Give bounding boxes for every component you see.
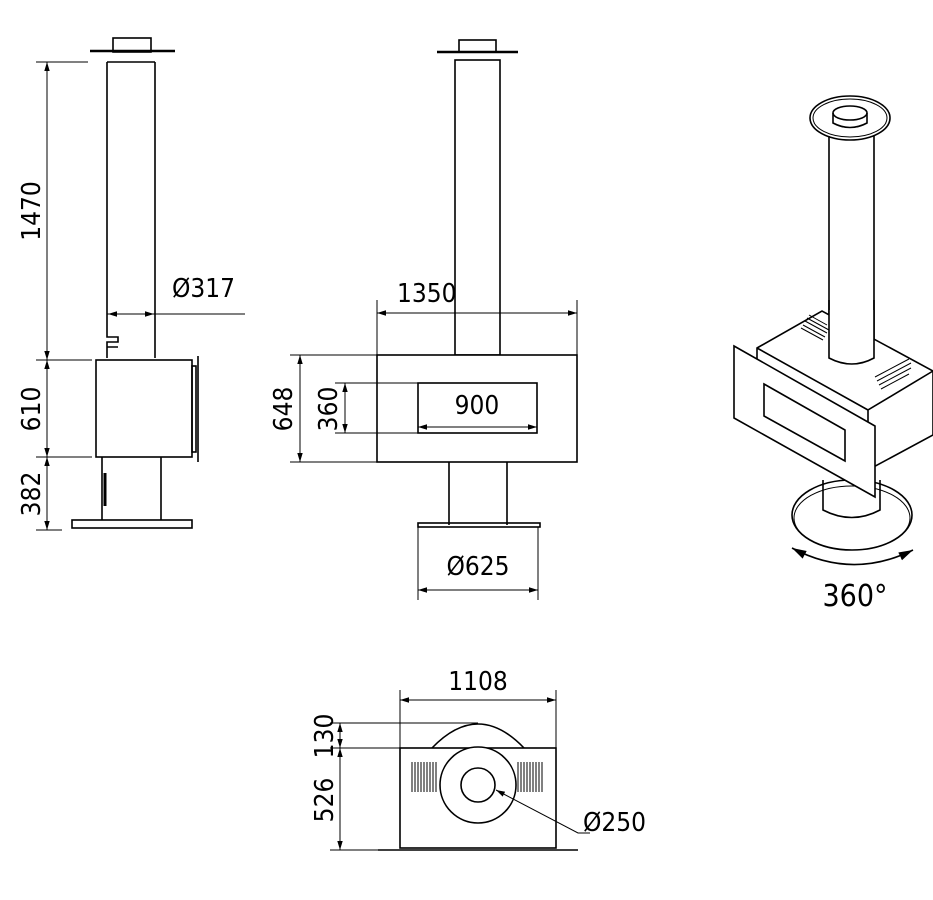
- dim-outlet-diameter: Ø250: [583, 808, 646, 838]
- dim-width: 1350: [397, 279, 457, 309]
- dim-flue-height: 1470: [17, 181, 47, 241]
- dim-window-width: 900: [455, 391, 500, 421]
- dim-base-diameter: Ø625: [446, 552, 509, 582]
- dim-height: 648: [269, 387, 299, 432]
- dim-depth: 1108: [448, 667, 508, 697]
- dim-body-height: 610: [17, 387, 47, 432]
- dim-stand-height: 382: [17, 472, 47, 517]
- top-view: 1108 130 526 Ø250: [310, 667, 646, 851]
- front-view: 1350 648 360 900 Ø625: [269, 39, 578, 600]
- iso-view: 360°: [733, 95, 933, 614]
- dim-flue-diameter: Ø317: [172, 274, 235, 304]
- side-view: 1470 610 382 Ø317: [17, 37, 245, 531]
- dim-offset: 130: [310, 714, 340, 759]
- dim-window-height: 360: [314, 387, 344, 432]
- dim-body-depth: 526: [310, 778, 340, 823]
- rotation-label: 360°: [823, 579, 888, 614]
